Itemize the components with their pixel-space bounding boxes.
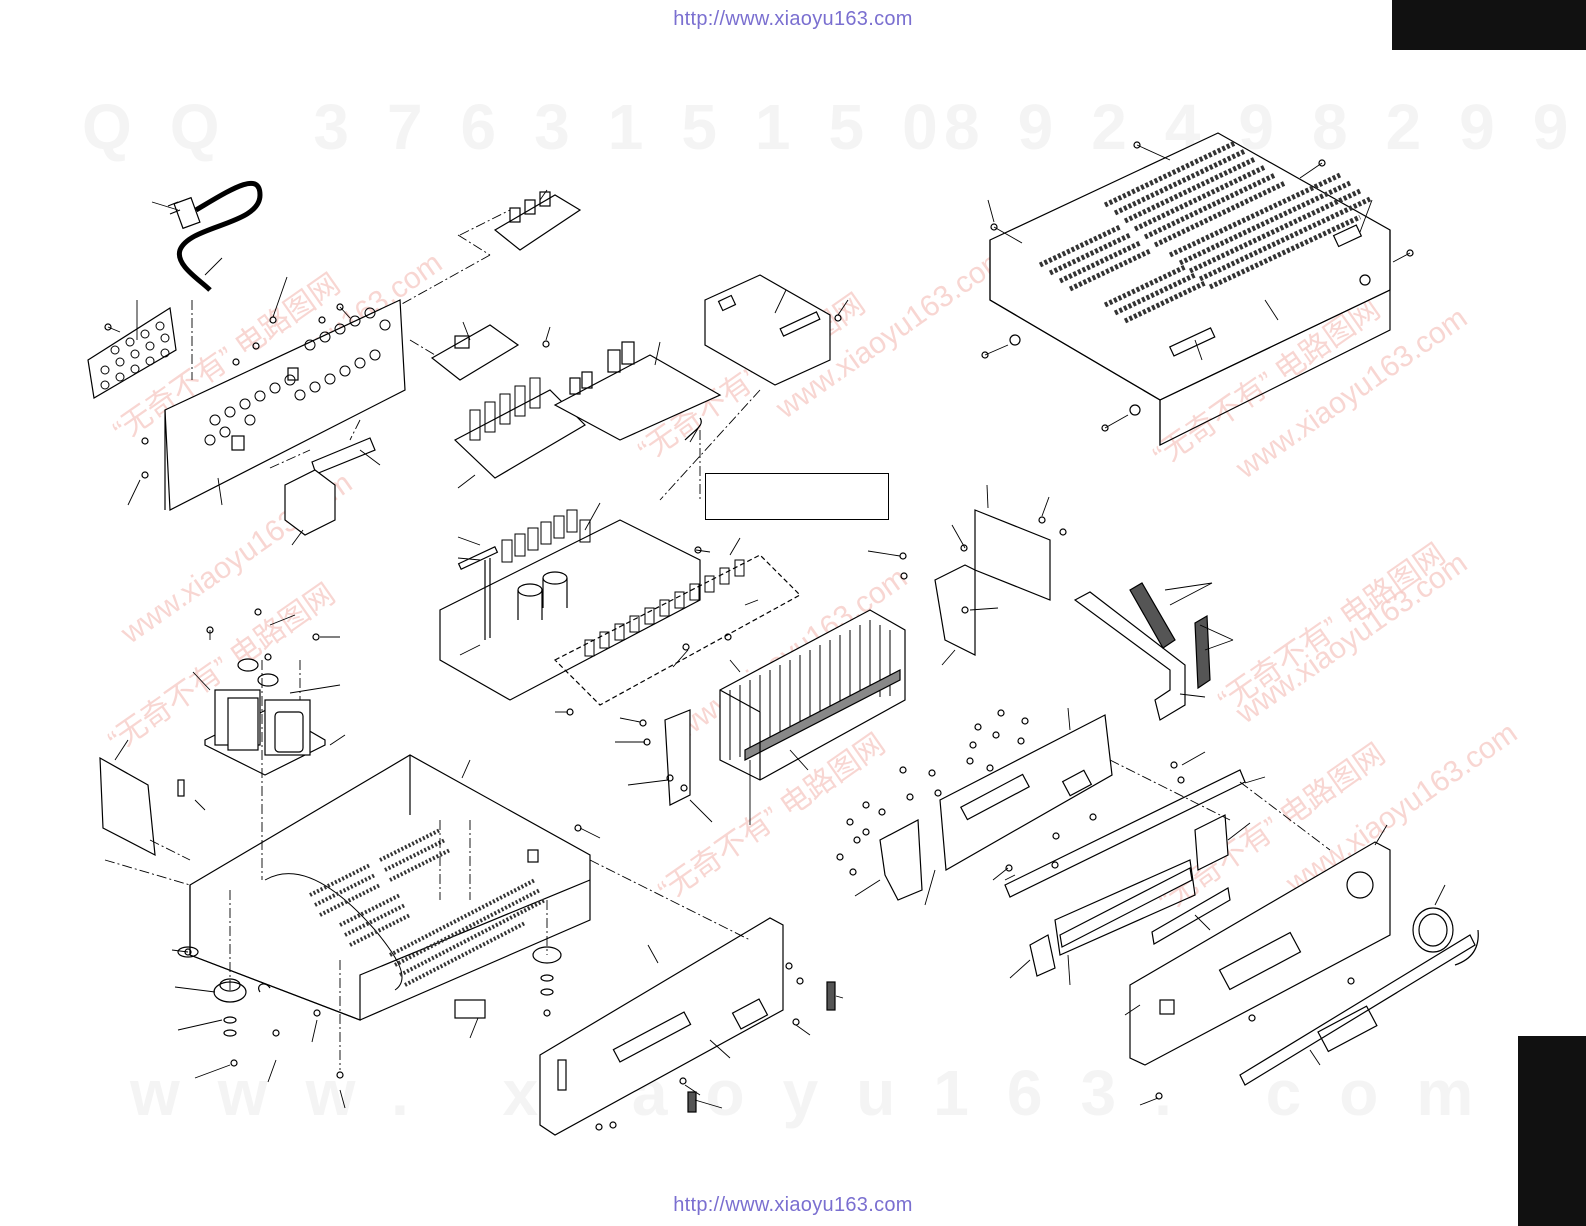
front-bracket [539, 917, 836, 1136]
chassis [189, 754, 591, 1021]
label-box [705, 473, 889, 520]
upper-pcb-boards [430, 191, 831, 479]
flat-cable-right [1073, 582, 1211, 721]
page-url-top[interactable]: http://www.xiaoyu163.com [673, 8, 913, 30]
side-tab-block [1518, 1036, 1586, 1226]
rear-panel [164, 299, 406, 511]
flat-cable-left [284, 437, 376, 536]
page-url-bottom[interactable]: http://www.xiaoyu163.com [673, 1194, 913, 1216]
watermark-qq: QQ 376315150 [82, 91, 976, 163]
watermark-number: 892498299 [944, 91, 1586, 163]
heatsink [719, 609, 906, 781]
side-brackets [664, 509, 1051, 806]
power-cord [167, 180, 263, 292]
main-amp-board [439, 509, 801, 706]
front-pcb-boards [879, 714, 1246, 977]
corner-tab-block [1392, 0, 1586, 50]
assembly-lines [104, 209, 1331, 1070]
front-panel [1129, 841, 1479, 1086]
screws [104, 141, 1414, 1131]
power-transformer [204, 658, 326, 776]
top-cover [989, 132, 1391, 446]
sub-board-left [99, 756, 185, 857]
jack-board [87, 306, 177, 399]
leader-lines [107, 144, 1446, 1109]
